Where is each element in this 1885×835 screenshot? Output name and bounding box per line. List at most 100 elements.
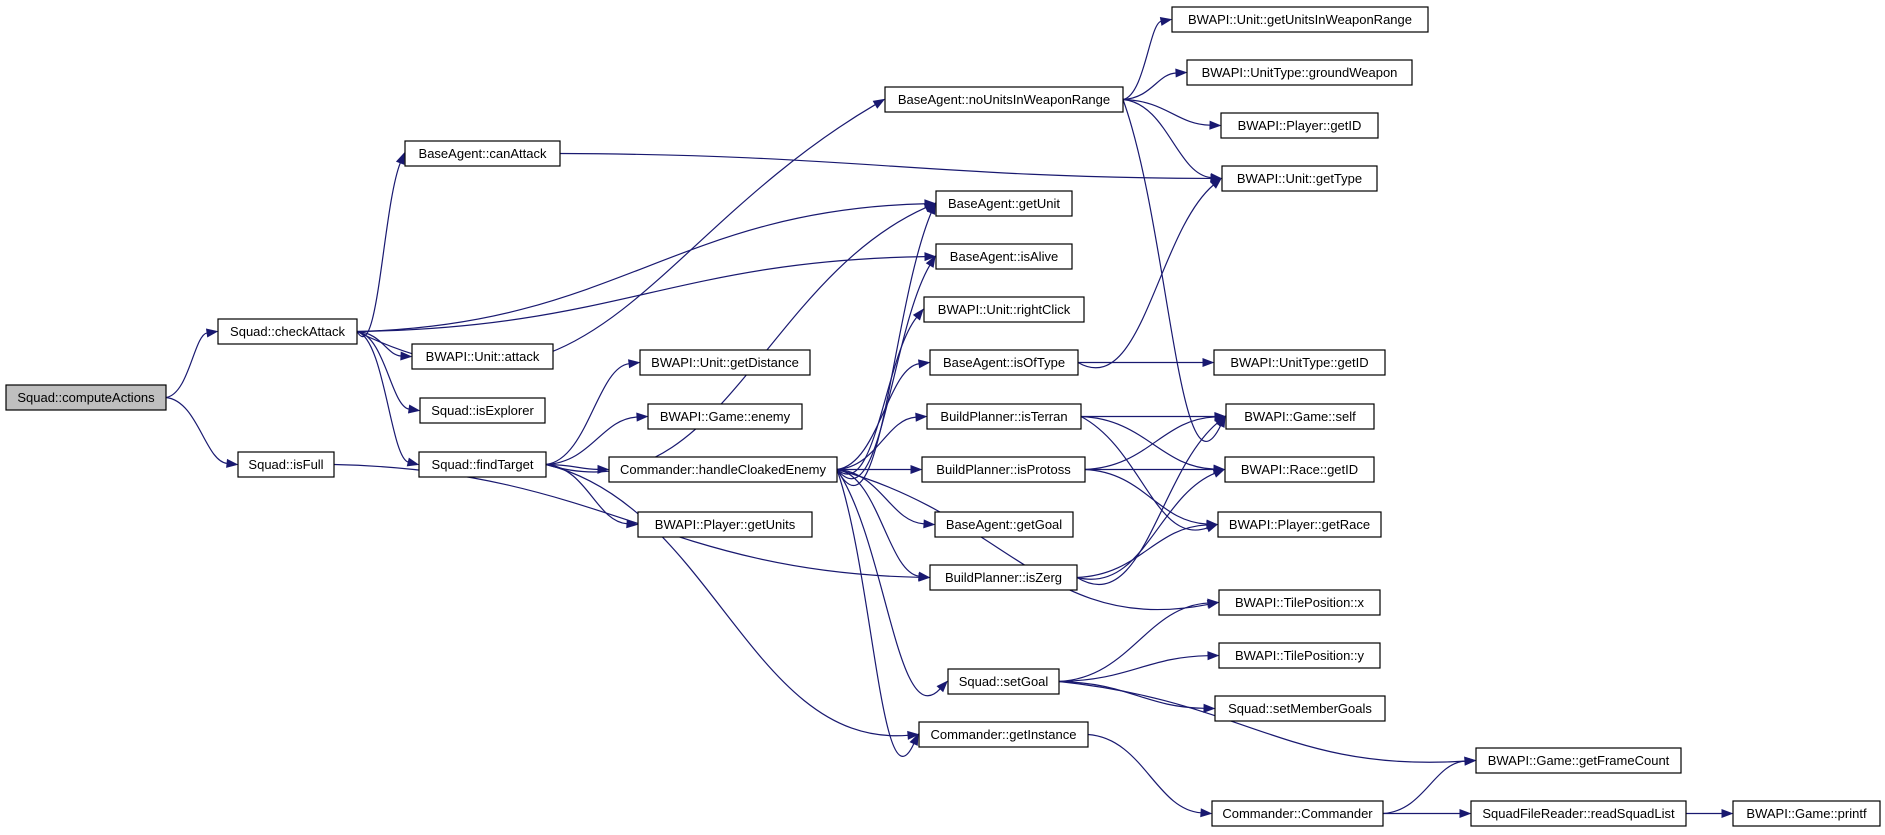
node-tile-y[interactable]: BWAPI::TilePosition::y <box>1218 642 1381 669</box>
node-is-full[interactable]: Squad::isFull <box>237 451 335 478</box>
node-box[interactable] <box>1470 800 1687 827</box>
node-is-explorer[interactable]: Squad::isExplorer <box>419 397 546 424</box>
edge-handle-cloaked-to-get-unit <box>836 202 936 487</box>
node-box[interactable] <box>5 384 167 411</box>
node-right-click[interactable]: BWAPI::Unit::rightClick <box>923 296 1085 323</box>
node-game-printf[interactable]: BWAPI::Game::printf <box>1732 800 1881 827</box>
node-is-protoss[interactable]: BuildPlanner::isProtoss <box>921 456 1086 483</box>
edge-arrowhead <box>912 308 924 321</box>
edge-is-zerg-to-get-race <box>1076 520 1219 579</box>
node-box[interactable] <box>918 721 1089 748</box>
edge-line <box>165 332 208 399</box>
node-box[interactable] <box>639 349 811 376</box>
node-box[interactable] <box>1221 165 1378 192</box>
node-box[interactable] <box>608 456 838 483</box>
node-set-member-goals[interactable]: Squad::setMemberGoals <box>1214 695 1386 722</box>
edge-line <box>836 316 918 475</box>
node-handle-cloaked[interactable]: Commander::handleCloakedEnemy <box>608 456 838 483</box>
node-race-get-id[interactable]: BWAPI::Race::getID <box>1224 456 1375 483</box>
node-box[interactable] <box>1218 589 1381 616</box>
edge-line <box>1122 98 1211 126</box>
node-box[interactable] <box>1213 349 1386 376</box>
node-find-target[interactable]: Squad::findTarget <box>418 451 547 478</box>
node-box[interactable] <box>935 190 1073 217</box>
node-is-alive[interactable]: BaseAgent::isAlive <box>935 243 1073 270</box>
node-unit-attack[interactable]: BWAPI::Unit::attack <box>411 343 554 370</box>
edge-no-units-to-unit-get-type <box>1122 98 1223 183</box>
node-units-in-range[interactable]: BWAPI::Unit::getUnitsInWeaponRange <box>1171 6 1429 33</box>
node-can-attack[interactable]: BaseAgent::canAttack <box>404 140 561 167</box>
node-unit-type-get-id[interactable]: BWAPI::UnitType::getID <box>1213 349 1386 376</box>
node-label: Commander::getInstance <box>931 727 1077 742</box>
node-enemy[interactable]: BWAPI::Game::enemy <box>647 403 803 430</box>
node-box[interactable] <box>929 349 1079 376</box>
node-check-attack[interactable]: Squad::checkAttack <box>217 318 358 345</box>
edge-arrowhead <box>626 519 639 529</box>
node-get-unit[interactable]: BaseAgent::getUnit <box>935 190 1073 217</box>
node-compute-actions[interactable]: Squad::computeActions <box>5 384 167 411</box>
node-box[interactable] <box>419 397 546 424</box>
node-is-zerg[interactable]: BuildPlanner::isZerg <box>929 564 1078 591</box>
edge-arrowhead <box>1202 357 1215 368</box>
edge-line <box>545 463 599 471</box>
node-box[interactable] <box>1171 6 1429 33</box>
node-get-race[interactable]: BWAPI::Player::getRace <box>1217 511 1382 538</box>
node-box[interactable] <box>1732 800 1881 827</box>
node-label: Squad::isExplorer <box>431 403 534 418</box>
node-box[interactable] <box>647 403 803 430</box>
edge-arrowhead <box>1159 16 1173 26</box>
edge-arrowhead <box>1212 468 1226 478</box>
node-player-get-id[interactable]: BWAPI::Player::getID <box>1220 112 1379 139</box>
node-game-self[interactable]: BWAPI::Game::self <box>1225 403 1375 430</box>
edge-check-attack-to-is-explorer <box>356 330 421 414</box>
node-get-frame-count[interactable]: BWAPI::Game::getFrameCount <box>1475 747 1682 774</box>
node-box[interactable] <box>1218 642 1381 669</box>
node-box[interactable] <box>1220 112 1379 139</box>
node-is-of-type[interactable]: BaseAgent::isOfType <box>929 349 1079 376</box>
node-box[interactable] <box>934 511 1074 538</box>
node-box[interactable] <box>926 403 1082 430</box>
node-label: BaseAgent::getUnit <box>948 196 1060 211</box>
node-get-instance[interactable]: Commander::getInstance <box>918 721 1089 748</box>
node-label: BWAPI::Unit::attack <box>426 349 540 364</box>
node-commander-ctor[interactable]: Commander::Commander <box>1211 800 1384 827</box>
node-box[interactable] <box>1186 59 1413 86</box>
node-box[interactable] <box>884 86 1124 113</box>
node-box[interactable] <box>1225 403 1375 430</box>
node-box[interactable] <box>1475 747 1682 774</box>
node-box[interactable] <box>637 511 813 538</box>
edge-arrowhead <box>1459 808 1472 819</box>
node-box[interactable] <box>929 564 1078 591</box>
node-unit-get-type[interactable]: BWAPI::Unit::getType <box>1221 165 1378 192</box>
edge-line <box>356 203 926 333</box>
node-box[interactable] <box>1224 456 1375 483</box>
node-ground-weapon[interactable]: BWAPI::UnitType::groundWeapon <box>1186 59 1413 86</box>
node-is-terran[interactable]: BuildPlanner::isTerran <box>926 403 1082 430</box>
edge-line <box>1058 655 1209 683</box>
node-label: Squad::setMemberGoals <box>1228 701 1372 716</box>
node-read-squad-list[interactable]: SquadFileReader::readSquadList <box>1470 800 1687 827</box>
node-set-goal[interactable]: Squad::setGoal <box>947 668 1060 695</box>
node-get-distance[interactable]: BWAPI::Unit::getDistance <box>639 349 811 376</box>
node-box[interactable] <box>404 140 561 167</box>
node-box[interactable] <box>237 451 335 478</box>
edge-check-attack-to-unit-attack <box>356 330 413 361</box>
node-box[interactable] <box>1211 800 1384 827</box>
node-label: BuildPlanner::isZerg <box>945 570 1062 585</box>
node-box[interactable] <box>921 456 1086 483</box>
node-get-goal[interactable]: BaseAgent::getGoal <box>934 511 1074 538</box>
node-box[interactable] <box>418 451 547 478</box>
node-box[interactable] <box>411 343 554 370</box>
node-no-units[interactable]: BaseAgent::noUnitsInWeaponRange <box>884 86 1124 113</box>
node-box[interactable] <box>935 243 1073 270</box>
node-tile-x[interactable]: BWAPI::TilePosition::x <box>1218 589 1381 616</box>
node-box[interactable] <box>947 668 1060 695</box>
node-get-units[interactable]: BWAPI::Player::getUnits <box>637 511 813 538</box>
edge-arrowhead <box>226 458 239 468</box>
node-box[interactable] <box>923 296 1085 323</box>
node-box[interactable] <box>1214 695 1386 722</box>
node-box[interactable] <box>1217 511 1382 538</box>
node-box[interactable] <box>217 318 358 345</box>
edge-line <box>836 469 941 697</box>
